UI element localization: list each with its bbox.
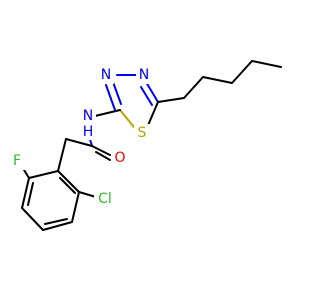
bond-c-ch2 [65, 138, 93, 147]
bond-bz-3-4 [42, 221, 73, 231]
bond-c5-chain1 [157, 97, 185, 103]
atom-n-thiadiazole-left: N [101, 67, 111, 83]
atom-f-substituent: F [13, 153, 21, 169]
bond-c-o-double [95, 151, 111, 161]
atom-labels: N N N H S O F Cl [8, 66, 152, 208]
atom-n-thiadiazole-right: N [139, 67, 149, 83]
bond-bz-5-6 [21, 177, 30, 209]
label-bg-s [134, 124, 150, 142]
bond-bz-inner-b [44, 218, 68, 225]
bond-chain1-chain2 [183, 76, 204, 99]
label-bg-f [8, 152, 26, 170]
bond-bz-2-3 [71, 191, 80, 223]
atom-h-amide: H [83, 124, 94, 140]
bond-bz-1-2 [57, 170, 80, 193]
label-bg-nh [80, 108, 96, 140]
bond-bz-6-1 [28, 170, 59, 179]
atom-s-thiadiazole: S [138, 125, 147, 141]
bond-n2-c5 [145, 81, 159, 103]
atom-o-carbonyl: O [114, 150, 125, 166]
bond-c2-nh [94, 109, 121, 117]
bond-bz-4-5 [21, 207, 44, 231]
bond-ch2-ring [57, 138, 67, 172]
bond-bz-inner-a [59, 177, 76, 194]
bond-bz-cl [78, 191, 97, 198]
bond-bz-inner-c [27, 182, 34, 206]
structure-svg: N N N H S O F Cl [8, 60, 282, 231]
label-bg-cl [94, 190, 116, 208]
molecule-diagram: N N N H S O F Cl [8, 60, 282, 231]
atom-n-amide: N [83, 108, 93, 124]
atom-cl-substituent: Cl [98, 191, 112, 207]
bond-chain2-chain3 [202, 76, 233, 84]
bond-chain3-chain4 [231, 60, 253, 84]
bond-n1-c2-double [112, 81, 122, 105]
label-bg-n2 [136, 66, 152, 84]
bond-c-o [91, 145, 111, 156]
label-bg-o [111, 149, 129, 167]
bond-n1-c2 [105, 84, 116, 111]
label-bg-n1 [98, 66, 114, 84]
bond-chain4-chain5 [251, 60, 282, 68]
bonds [20, 60, 282, 231]
bond-n2-c5-double [140, 86, 153, 106]
